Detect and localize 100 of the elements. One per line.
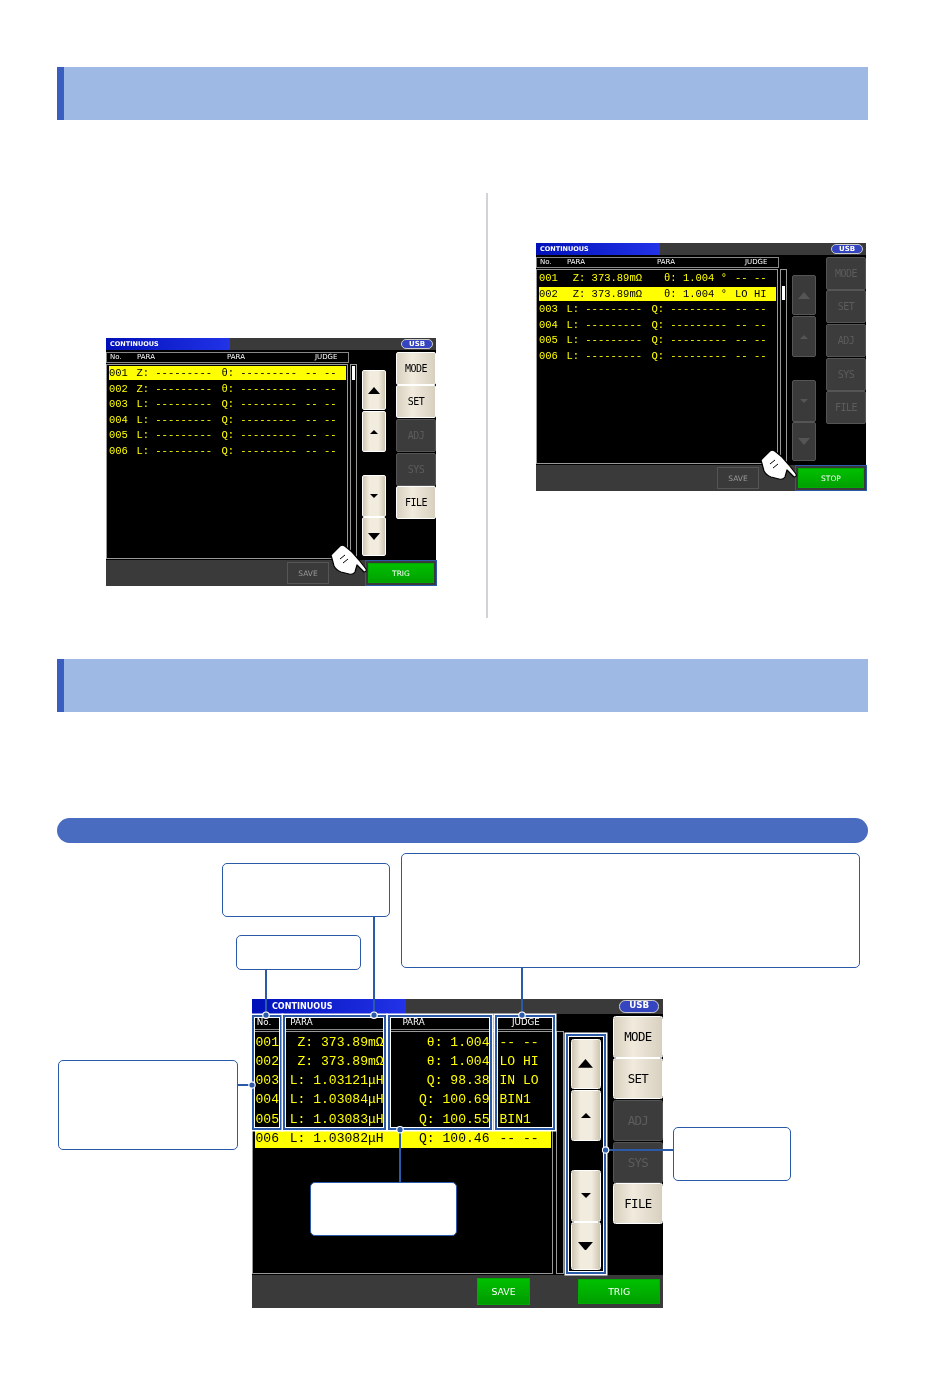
subsection-bar bbox=[57, 818, 868, 843]
measured-value: L: --------- bbox=[135, 412, 212, 427]
leader-line bbox=[601, 1146, 674, 1154]
judgment-result: -- -- bbox=[735, 317, 768, 332]
measured-value: Z: 373.89mΩ bbox=[296, 1052, 384, 1071]
highlight-frame bbox=[565, 1033, 606, 1275]
measured-value: Q: --------- bbox=[650, 333, 727, 347]
measured-value: L: --------- bbox=[135, 443, 212, 458]
measured-value: Z: 373.89mΩ bbox=[296, 1033, 384, 1051]
judgment-result: -- -- bbox=[735, 333, 768, 347]
judgment-result: -- -- bbox=[305, 397, 338, 411]
row-number: 004 bbox=[109, 412, 129, 427]
measured-value: Q: --------- bbox=[220, 412, 297, 427]
judgment-result: IN LO bbox=[499, 1072, 540, 1090]
row-number: 002 bbox=[109, 381, 129, 396]
measured-value: Q: --------- bbox=[220, 428, 297, 442]
measured-value: Z: --------- bbox=[135, 366, 212, 380]
judgment-result: -- -- bbox=[735, 302, 768, 316]
measured-value: L: --------- bbox=[565, 348, 642, 363]
measured-value: L: --------- bbox=[135, 397, 212, 411]
leader-line bbox=[518, 967, 526, 1019]
measured-value: Q: --------- bbox=[650, 302, 727, 316]
leader-line bbox=[262, 969, 270, 1019]
judgment-result: LO HI bbox=[735, 286, 768, 301]
row-number: 004 bbox=[255, 1091, 280, 1109]
column-header: JUDGE bbox=[511, 1017, 540, 1029]
row-number: 005 bbox=[255, 1110, 280, 1129]
judgment-result: BIN1 bbox=[499, 1110, 532, 1129]
callout-box bbox=[58, 1060, 238, 1150]
measured-value: Q: 100.46 bbox=[417, 1130, 490, 1148]
save-button: SAVE bbox=[477, 1277, 530, 1306]
menu-button: MODE bbox=[613, 1016, 663, 1058]
judgment-result: -- -- bbox=[305, 412, 338, 427]
judgment-result: LO HI bbox=[499, 1052, 540, 1071]
measured-value: L: --------- bbox=[135, 428, 212, 442]
measured-value: Z: --------- bbox=[135, 381, 212, 396]
measured-value: L: --------- bbox=[565, 317, 642, 332]
menu-button: SET bbox=[396, 385, 436, 418]
highlight-frame bbox=[283, 1015, 387, 1130]
callout-box bbox=[222, 863, 390, 917]
measured-value: θ: 1.004 bbox=[425, 1033, 490, 1051]
measured-value: Q: --------- bbox=[220, 397, 297, 411]
measured-value: Q: 100.55 bbox=[417, 1110, 490, 1129]
highlight-frame bbox=[387, 1015, 493, 1130]
measured-value: Q: --------- bbox=[220, 443, 297, 458]
measured-value: θ: --------- bbox=[220, 366, 297, 380]
measured-value: θ: --------- bbox=[220, 381, 297, 396]
row-number: 001 bbox=[539, 271, 559, 285]
leader-line bbox=[396, 1125, 404, 1183]
measured-value: θ: 1.004 ° bbox=[663, 286, 727, 301]
highlight-frame bbox=[494, 1015, 555, 1130]
row-number: 002 bbox=[539, 286, 559, 301]
mode-title: CONTINUOUS bbox=[252, 999, 407, 1014]
menu-button: SET bbox=[613, 1057, 663, 1099]
measured-value: L: 1.03121μH bbox=[288, 1072, 384, 1090]
judgment-result: -- -- bbox=[305, 443, 338, 458]
callout-box bbox=[673, 1127, 791, 1181]
menu-button: FILE bbox=[396, 486, 436, 519]
row-number: 003 bbox=[255, 1072, 280, 1090]
row-number: 004 bbox=[539, 317, 559, 332]
trigger-button: TRIG bbox=[578, 1279, 661, 1304]
measured-value: θ: 1.004 bbox=[425, 1052, 490, 1071]
judgment-result: -- -- bbox=[499, 1033, 540, 1051]
judgment-result: -- -- bbox=[305, 428, 338, 442]
menu-button: FILE bbox=[613, 1183, 663, 1225]
measured-value: L: 1.03084μH bbox=[288, 1091, 384, 1109]
row-number: 005 bbox=[539, 333, 559, 347]
leader-line bbox=[237, 1081, 256, 1089]
judgment-result: -- -- bbox=[735, 271, 768, 285]
measured-value: L: 1.03083μH bbox=[288, 1110, 384, 1129]
column-header: PARA bbox=[290, 1017, 313, 1029]
callout-box bbox=[310, 1182, 457, 1236]
row-number: 002 bbox=[255, 1052, 280, 1071]
measured-value: Q: 98.38 bbox=[425, 1072, 490, 1090]
row-number: 001 bbox=[255, 1033, 280, 1051]
measured-value: L: --------- bbox=[565, 302, 642, 316]
measured-value: Z: 373.89mΩ bbox=[571, 271, 642, 285]
column-header: No. bbox=[256, 1017, 272, 1029]
highlight-frame bbox=[252, 1015, 282, 1130]
callout-box bbox=[401, 853, 860, 968]
row-number: 001 bbox=[109, 366, 129, 380]
column-header: PARA bbox=[402, 1017, 425, 1029]
row-number: 006 bbox=[539, 348, 559, 363]
callout-box bbox=[236, 935, 361, 970]
row-number: 003 bbox=[539, 302, 559, 316]
judgment-result: -- -- bbox=[305, 381, 338, 396]
judgment-result: -- -- bbox=[735, 348, 768, 363]
menu-button: MODE bbox=[396, 352, 436, 385]
judgment-result: -- -- bbox=[499, 1130, 540, 1148]
usb-indicator: USB bbox=[619, 1000, 660, 1013]
judgment-result: BIN1 bbox=[499, 1091, 532, 1109]
row-number: 006 bbox=[255, 1130, 280, 1148]
measured-value: L: --------- bbox=[565, 333, 642, 347]
measured-value: Q: 100.69 bbox=[417, 1091, 490, 1109]
measured-value: L: 1.03082μH bbox=[288, 1130, 384, 1148]
row-number: 006 bbox=[109, 443, 129, 458]
measured-value: Z: 373.89mΩ bbox=[571, 286, 642, 301]
row-number: 003 bbox=[109, 397, 129, 411]
row-number: 005 bbox=[109, 428, 129, 442]
measured-value: Q: --------- bbox=[650, 348, 727, 363]
